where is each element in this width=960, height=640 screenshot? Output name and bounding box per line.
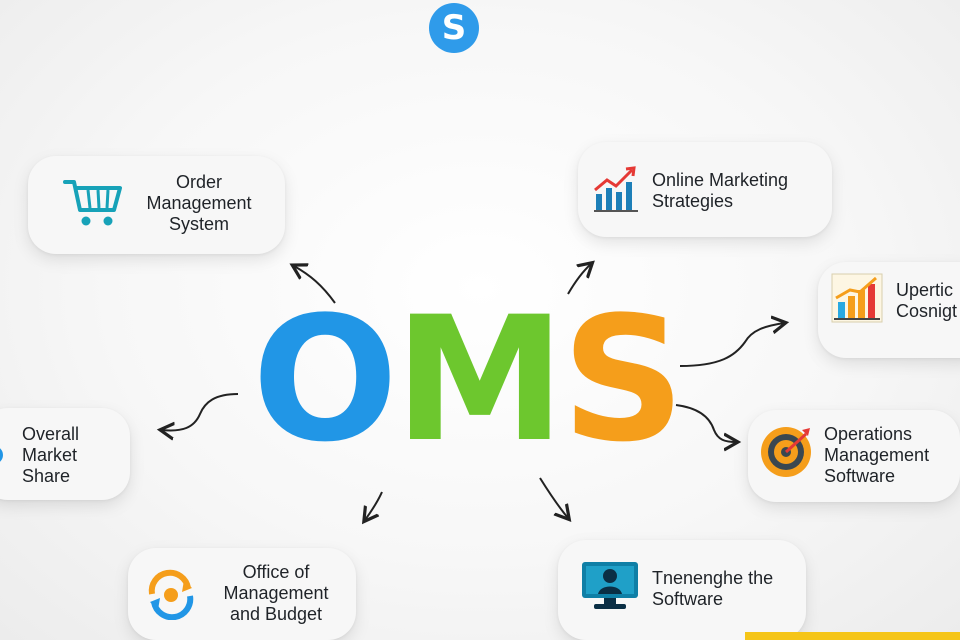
- oms-letter-s: S: [561, 279, 685, 480]
- computer-user-icon: [582, 562, 638, 609]
- oms-letter-m: M: [394, 279, 565, 480]
- circular-arrows-icon: [148, 569, 194, 620]
- shopping-cart-icon: [63, 180, 122, 226]
- node-market-share: [0, 408, 130, 500]
- oms-title: OMS: [252, 279, 685, 480]
- pie-icon: [0, 448, 3, 462]
- brand-logo: S: [429, 3, 479, 53]
- arrow-to-order: [294, 266, 336, 304]
- arrow-to-market: [162, 393, 239, 430]
- arrow-to-upertic: [679, 323, 784, 367]
- arrow-to-software: [539, 477, 568, 518]
- bottom-accent-strip: [745, 632, 960, 640]
- bar-chart-trend-icon: [594, 166, 638, 212]
- node-online-marketing: [578, 142, 832, 237]
- arrow-to-operations: [675, 404, 736, 442]
- growth-chart-icon: [831, 273, 883, 323]
- oms-letter-o: O: [252, 279, 398, 480]
- target-icon: [761, 427, 811, 477]
- node-order-management: [28, 156, 285, 254]
- arrow-to-online: [567, 264, 591, 295]
- arrow-to-office: [365, 491, 383, 520]
